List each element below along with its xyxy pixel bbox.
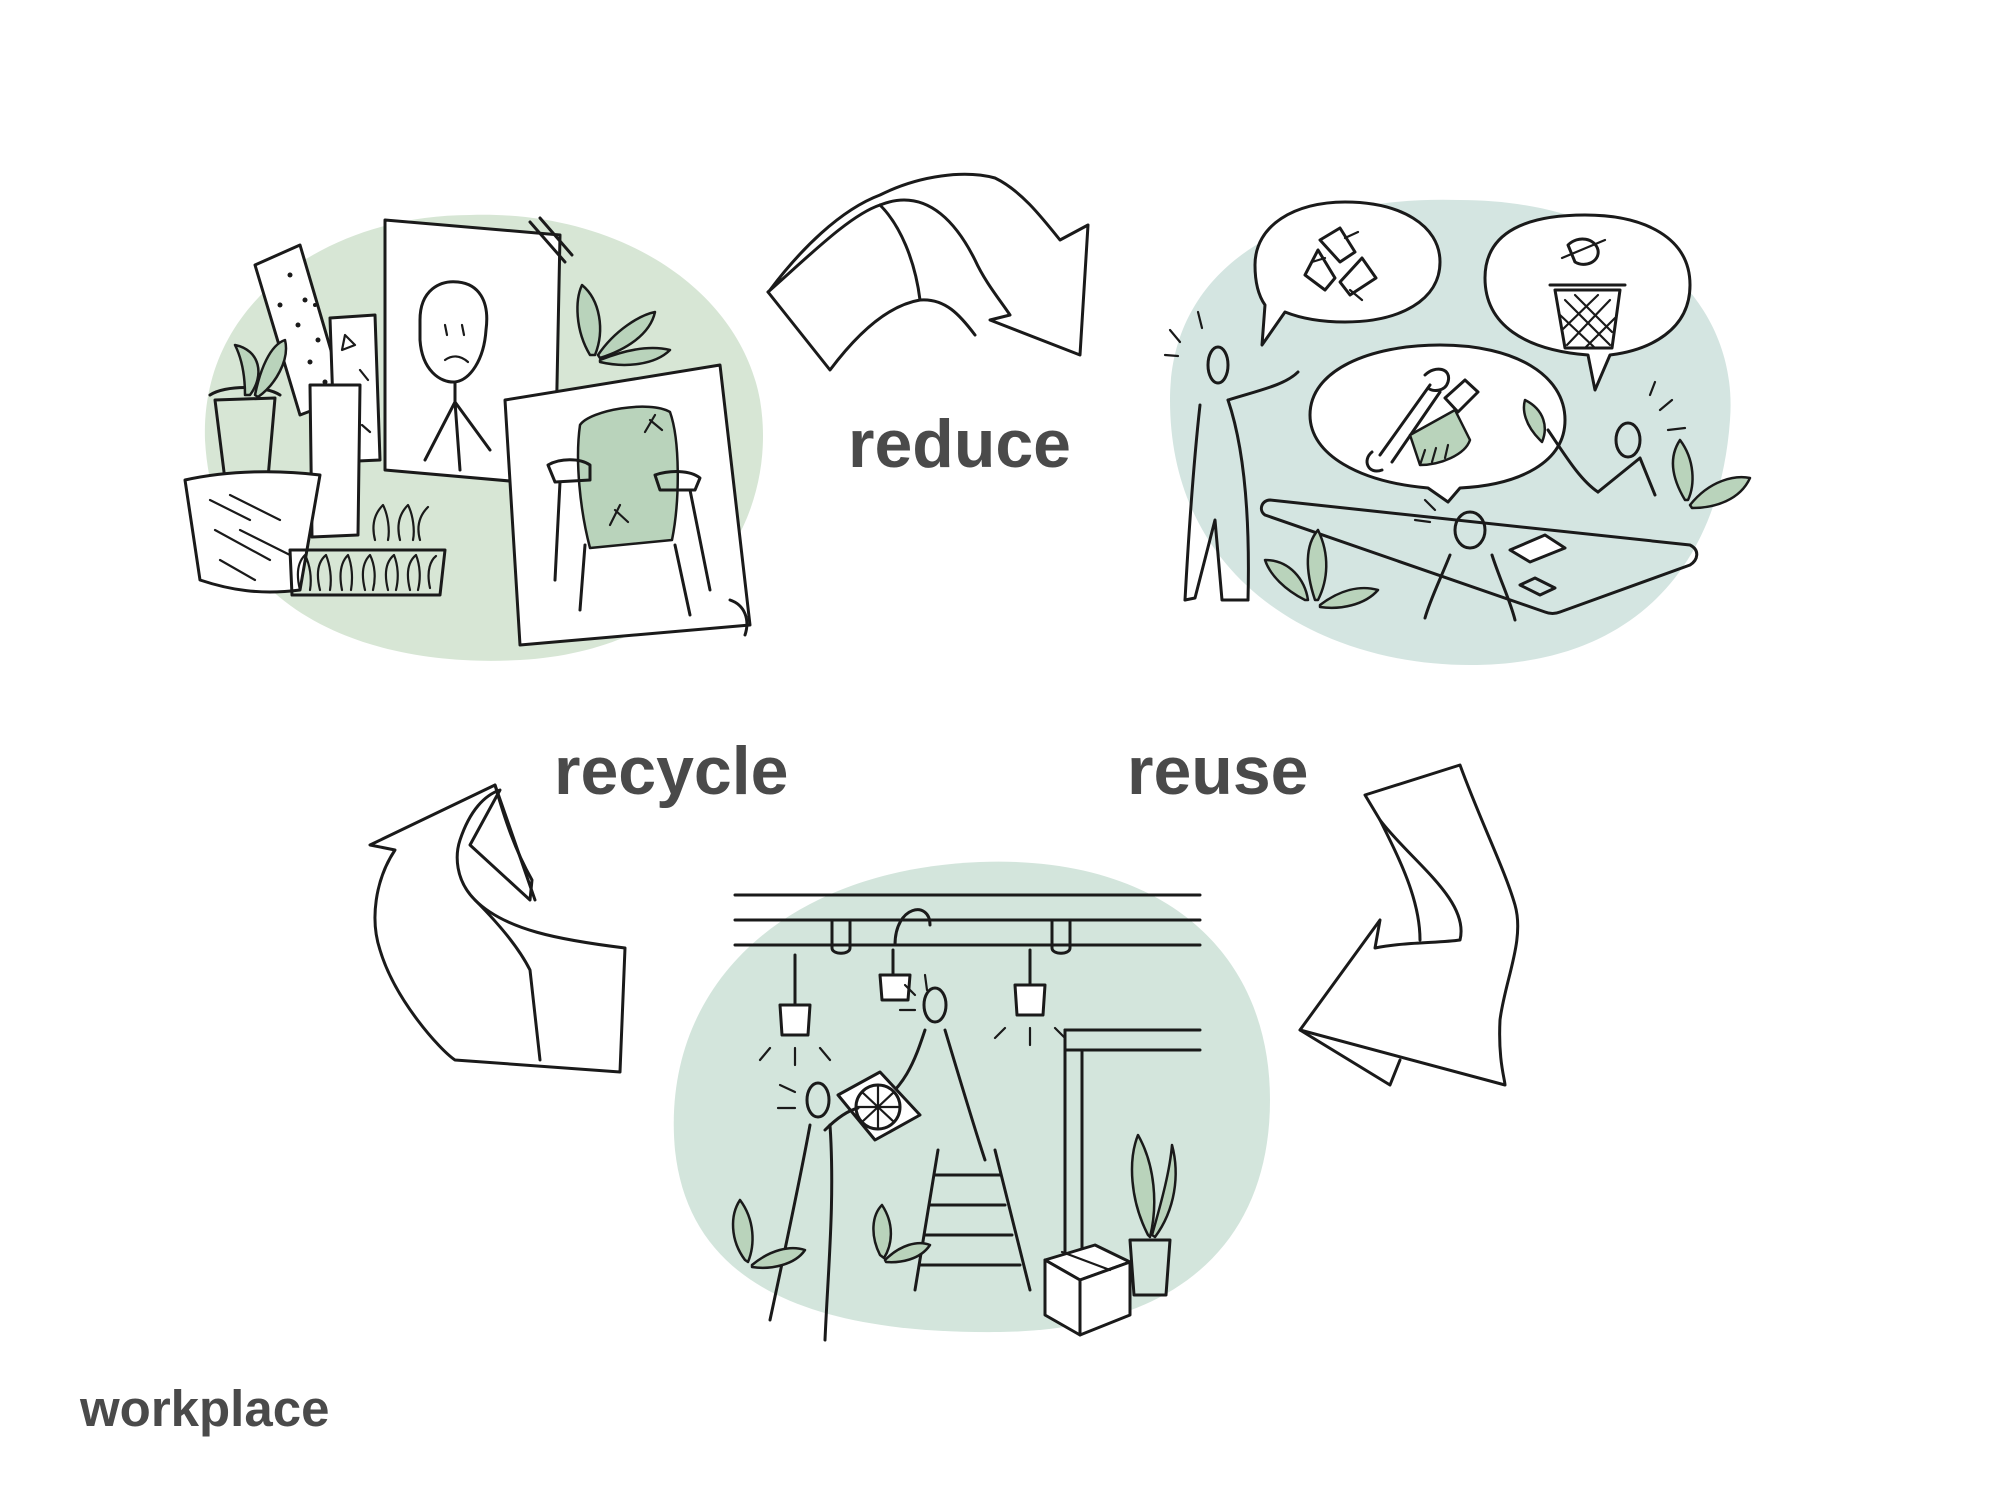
person-standing — [1163, 310, 1300, 602]
recycle-bubble — [1253, 200, 1442, 347]
materials-illustration — [183, 216, 752, 647]
recycle-label: recycle — [554, 733, 789, 809]
recycle-arrow — [368, 783, 627, 1074]
trash-bin-icon — [1548, 237, 1627, 350]
fan-panel — [836, 1070, 922, 1142]
person-holding-panel — [768, 1081, 860, 1342]
reduce-label: reduce — [848, 406, 1071, 482]
workplace-illustration — [731, 893, 1202, 1342]
workplace-label: workplace — [80, 1380, 330, 1437]
person-seated-right — [1546, 380, 1687, 497]
reduce-arrow — [766, 172, 1090, 372]
meeting-illustration — [1163, 200, 1752, 622]
tools-bubble — [1308, 343, 1567, 504]
recycle-icon — [1303, 226, 1378, 302]
person-seated-front — [1413, 498, 1517, 622]
ceiling-lamps — [758, 948, 1067, 1067]
blob-workplace — [673, 861, 1270, 1333]
reuse-label: reuse — [1127, 733, 1309, 809]
reuse-arrow — [1298, 763, 1520, 1087]
cardboard-box — [1043, 1243, 1132, 1337]
ladder — [913, 1148, 1032, 1292]
tools-icon — [1365, 367, 1480, 473]
trash-bubble — [1483, 213, 1692, 392]
